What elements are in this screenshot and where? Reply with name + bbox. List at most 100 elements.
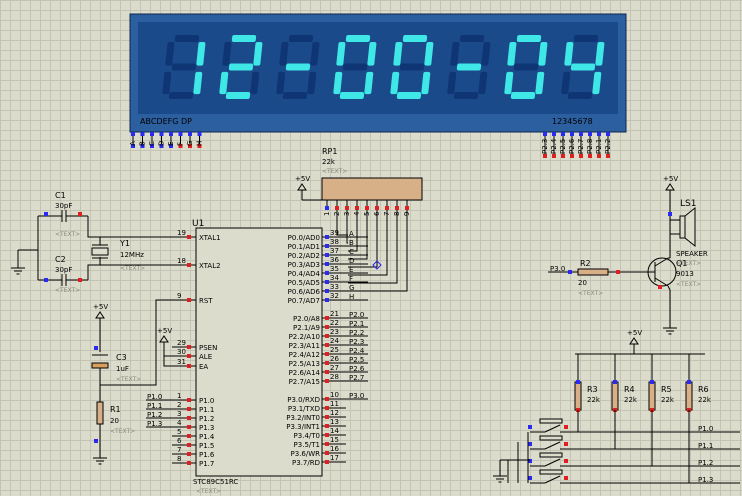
mcu-pin-num: 36 xyxy=(330,256,339,264)
mcu-pin-name: P2.5/A13 xyxy=(289,360,320,368)
net-label: P2.1 xyxy=(349,320,364,328)
mcu-pin-name: P1.2 xyxy=(199,415,214,423)
mcu-pin-num: 28 xyxy=(330,373,339,381)
c1-value: 30pF xyxy=(55,202,72,210)
pin-marker xyxy=(178,132,183,136)
power-label: +5V xyxy=(295,175,310,183)
p0-wire xyxy=(348,210,378,268)
r2-ref: R2 xyxy=(580,259,591,268)
pin-marker xyxy=(613,380,617,384)
c2-value: 30pF xyxy=(55,266,72,274)
key-net-label: P1.2 xyxy=(698,459,713,467)
pin-marker xyxy=(579,132,583,136)
pin-marker xyxy=(197,132,202,136)
y1-ref: Y1 xyxy=(119,239,130,248)
ls1-ref: LS1 xyxy=(680,199,696,209)
pin-marker xyxy=(187,345,191,349)
mcu-pin-name: P2.2/A10 xyxy=(289,333,320,341)
p0-wire xyxy=(348,210,398,284)
mcu-pin-name: P1.7 xyxy=(199,460,214,468)
mcu-pin-num: 16 xyxy=(330,445,339,453)
segment-d xyxy=(396,92,422,99)
mcu-pin-num: 12 xyxy=(330,409,339,417)
pin-marker xyxy=(345,206,349,210)
mcu-pin-name: P3.6/WR xyxy=(291,450,321,458)
pin-marker xyxy=(588,154,592,158)
digit-pin-label: P2.7 xyxy=(577,139,585,154)
wire xyxy=(100,299,172,386)
segment-b xyxy=(481,42,491,66)
pin-marker xyxy=(131,144,135,148)
pin-marker xyxy=(325,289,329,293)
mcu-pin-name: P3.0/RXD xyxy=(287,396,320,404)
segment-g xyxy=(570,63,596,71)
pin-marker xyxy=(325,298,329,302)
pin-marker xyxy=(528,459,532,463)
segment-f xyxy=(279,42,289,66)
power-arrow-icon: +5V xyxy=(663,175,678,200)
segment-a xyxy=(345,35,371,42)
r2-value: 20 xyxy=(578,279,587,287)
mcu-pin-name: P2.7/A15 xyxy=(289,378,320,386)
wire xyxy=(87,216,172,238)
pin-marker xyxy=(325,451,329,455)
digit-1 xyxy=(162,35,206,99)
resistor-body xyxy=(685,381,693,411)
pin-marker xyxy=(528,425,532,429)
mcu-pin-name: P3.4/T0 xyxy=(294,432,320,440)
q1-value: 9013 xyxy=(676,270,694,278)
mcu-pin-num: 11 xyxy=(330,400,339,408)
pin-marker xyxy=(325,253,329,257)
pin-marker xyxy=(325,206,329,210)
mcu-pin-name: P3.3/INT1 xyxy=(286,423,320,431)
r1-text: <TEXT> xyxy=(110,428,135,435)
segment-e xyxy=(219,71,229,95)
segment-b xyxy=(367,42,377,66)
segment-b xyxy=(253,42,263,66)
digit-2 xyxy=(219,35,263,99)
segment-d xyxy=(453,92,479,99)
mcu-pin-name: P3.2/INT0 xyxy=(286,414,320,422)
digit-0 xyxy=(333,35,377,99)
pin-marker xyxy=(355,206,359,210)
power-arrow-icon: +5V xyxy=(295,175,310,200)
mcu-pin-num: 19 xyxy=(177,229,186,237)
segment-b xyxy=(196,42,206,66)
pin-marker xyxy=(570,154,574,158)
mcu-pin-num: 35 xyxy=(330,265,339,273)
pin-marker xyxy=(94,439,98,443)
rp1-body xyxy=(321,177,423,201)
pin-marker xyxy=(325,370,329,374)
seg-pin-label: B xyxy=(139,141,147,146)
segment-g xyxy=(228,63,254,71)
mcu-pin-name: P0.2/AD2 xyxy=(288,252,320,260)
mcu-pin-name: P3.7/RD xyxy=(292,459,320,467)
pin-marker xyxy=(44,212,48,216)
mcu-pin-name: P2.0/A8 xyxy=(293,315,320,323)
pin-marker xyxy=(606,132,610,136)
wire xyxy=(163,352,172,367)
mcu-pin-name: RST xyxy=(199,297,213,305)
pin-marker xyxy=(528,442,532,446)
mcu-pin-name: XTAL1 xyxy=(199,234,221,242)
mcu-pin-num: 5 xyxy=(177,428,181,436)
rp1-text: <TEXT> xyxy=(322,168,347,175)
key-net-label: P1.0 xyxy=(698,425,713,433)
r1-value: 20 xyxy=(110,417,119,425)
pin-marker xyxy=(325,316,329,320)
c3-ref: C3 xyxy=(116,353,127,362)
pin-marker xyxy=(668,212,672,216)
ground-icon xyxy=(663,322,677,335)
mcu-pin-num: 21 xyxy=(330,310,339,318)
pin-marker xyxy=(178,144,183,148)
pin-marker xyxy=(564,459,568,463)
mcu-pin-name: P3.1/TXD xyxy=(288,405,320,413)
pushbutton-switch xyxy=(528,435,568,450)
c1-ref: C1 xyxy=(55,191,66,200)
rp1-to-p0-wires xyxy=(336,210,408,292)
net-label: G xyxy=(349,284,354,292)
pin-marker xyxy=(579,154,583,158)
ls1-text: <TEXT> xyxy=(676,260,701,267)
